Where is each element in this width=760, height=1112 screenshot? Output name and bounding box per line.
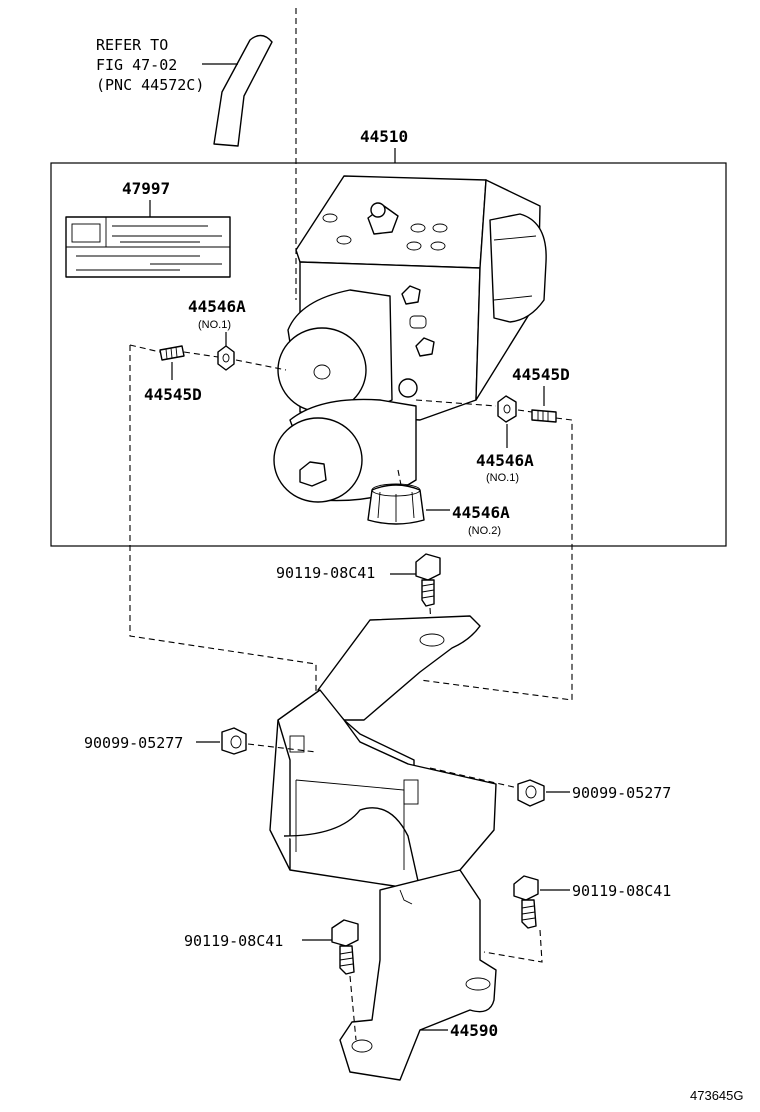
svg-text:90119-08C41: 90119-08C41 [276, 564, 375, 582]
actuator-assembly-box [50, 162, 727, 547]
cushion-no2: 44546A (NO.2) [367, 469, 510, 537]
svg-text:FIG 47-02: FIG 47-02 [96, 56, 177, 74]
nut-right: 90099-05277 [429, 767, 671, 807]
caution-plate: 47997 [65, 179, 231, 278]
svg-text:47997: 47997 [122, 179, 170, 198]
svg-text:44545D: 44545D [144, 385, 202, 404]
bolt-right: 90119-08C41 [483, 875, 671, 963]
svg-text:90119-08C41: 90119-08C41 [572, 882, 671, 900]
stud-right: 44545D [512, 365, 570, 423]
mounting-bracket [269, 615, 497, 1081]
nut-left: 90099-05277 [84, 727, 317, 755]
abs-actuator [273, 175, 547, 503]
svg-text:(PNC 44572C): (PNC 44572C) [96, 76, 204, 94]
svg-text:90119-08C41: 90119-08C41 [184, 932, 283, 950]
cushion-no1-left: 44546A (NO.1) [188, 297, 246, 371]
label-44510: 44510 [360, 127, 408, 146]
stud-left: 44545D [144, 345, 202, 404]
svg-text:REFER TO: REFER TO [96, 36, 168, 54]
bolt-left: 90119-08C41 [184, 919, 359, 1041]
svg-text:90099-05277: 90099-05277 [572, 784, 671, 802]
bolt-top: 90119-08C41 [276, 553, 441, 641]
label-44590: 44590 [420, 1021, 498, 1040]
svg-text:44545D: 44545D [512, 365, 570, 384]
svg-text:90099-05277: 90099-05277 [84, 734, 183, 752]
svg-text:44590: 44590 [450, 1021, 498, 1040]
svg-text:(NO.1): (NO.1) [486, 472, 519, 484]
svg-text:44546A: 44546A [188, 297, 246, 316]
svg-text:(NO.2): (NO.2) [468, 525, 501, 537]
cushion-no1-right: 44546A (NO.1) [476, 395, 534, 484]
svg-text:44546A: 44546A [452, 503, 510, 522]
figure-number: 473645G [690, 1088, 744, 1103]
reference-note: REFER TO FIG 47-02 (PNC 44572C) [96, 36, 238, 94]
svg-text:44546A: 44546A [476, 451, 534, 470]
svg-text:(NO.1): (NO.1) [198, 319, 231, 331]
